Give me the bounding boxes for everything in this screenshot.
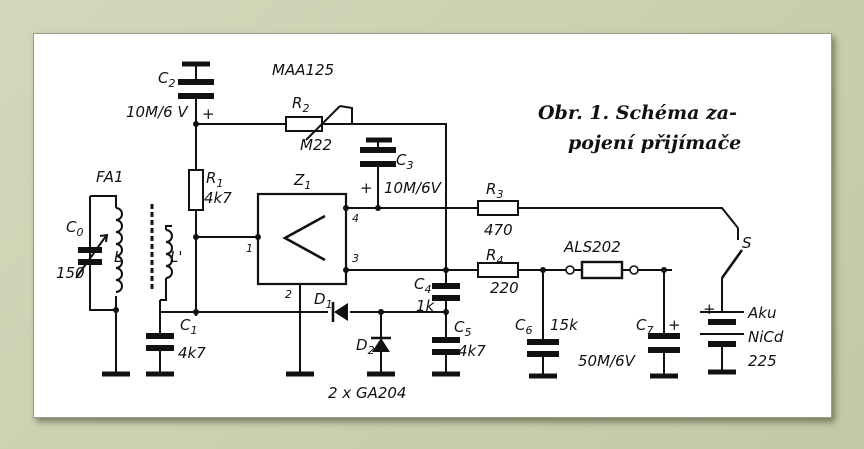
battery: + Aku NiCd 225 <box>700 300 784 375</box>
ic-z1: Z1 1 2 3 4 <box>246 171 359 301</box>
capacitor-c6: C6 15k <box>515 270 579 379</box>
capacitor-c3: C3 + 10M/6V <box>360 137 443 197</box>
wire-pin4 <box>343 176 478 211</box>
junction-dot <box>193 121 199 127</box>
c7-polarity: + <box>668 316 681 334</box>
c1-value: 4k7 <box>178 344 206 362</box>
capacitor-c5: C5 4k7 <box>432 312 486 377</box>
capacitor-c1: C1 4k7 <box>146 300 206 377</box>
c3-polarity: + <box>360 179 373 197</box>
c0-value: 150 <box>56 264 85 282</box>
diode-d1: D1 <box>314 290 348 322</box>
wire-d1-line <box>193 309 449 315</box>
r4-value: 220 <box>490 279 519 297</box>
wire-top-rail <box>195 103 447 270</box>
resistor-r2: R2 M22 <box>285 94 353 154</box>
capacitor-c4: C4 1k <box>414 270 460 315</box>
junction-dot <box>255 234 261 240</box>
ic-chip-label: MAA125 <box>272 61 334 79</box>
capacitor-c7: C7 + 50M/6V <box>578 270 681 379</box>
ic-ref: Z1 <box>293 171 311 192</box>
wire-pin3 <box>343 267 478 273</box>
c1-ref: C1 <box>180 316 197 337</box>
earphone-label: ALS202 <box>563 238 621 256</box>
fa1-label: FA1 <box>96 168 124 186</box>
c4-ref: C4 <box>414 275 431 296</box>
ic-pin-2: 2 <box>285 288 292 301</box>
c7-value: 50M/6V <box>578 352 637 370</box>
coil-l-prime-label: L' <box>170 248 182 266</box>
c5-value: 4k7 <box>458 342 486 360</box>
resistor-r3: R3 470 <box>477 180 739 239</box>
battery-polarity: + <box>703 300 716 318</box>
capacitor-c2: C2 10M/6 V + <box>126 61 215 123</box>
r1-value: 4k7 <box>204 189 232 207</box>
battery-line-3: 225 <box>748 352 777 370</box>
c6-ref: C6 <box>515 316 532 337</box>
title-line-1: Obr. 1. Schéma za- <box>538 102 737 124</box>
c2-value: 10M/6 V <box>126 103 189 121</box>
r3-value: 470 <box>484 221 513 239</box>
earphone-als202: ALS202 <box>563 238 672 280</box>
ic-pin-4: 4 <box>352 212 359 225</box>
d2-ref: D2 <box>356 336 375 357</box>
c2-ref: C2 <box>158 69 175 90</box>
battery-line-2: NiCd <box>748 328 784 346</box>
ic-pin-3: 3 <box>352 252 359 265</box>
coil-l-label: L <box>114 248 122 266</box>
battery-line-1: Aku <box>747 304 776 322</box>
r2-ref: R2 <box>292 94 309 115</box>
r3-ref: R3 <box>486 180 503 201</box>
title-line-2: pojení přijímače <box>568 132 741 154</box>
resistor-r1: R1 4k7 <box>188 169 232 312</box>
c3-value: 10M/6V <box>384 179 443 197</box>
r2-value: M22 <box>300 136 332 154</box>
r1-ref: R1 <box>206 169 223 190</box>
r4-ref: R4 <box>486 246 503 267</box>
switch-label: S <box>742 234 752 252</box>
c0-ref: C0 <box>66 218 83 239</box>
c3-ref: C3 <box>396 151 413 172</box>
diode-d2: D2 <box>356 312 395 377</box>
switch-s: S <box>720 228 752 300</box>
c5-ref: C5 <box>454 318 471 339</box>
d1-ref: D1 <box>314 290 333 311</box>
c4-value: 1k <box>416 297 436 315</box>
diodes-type-label: 2 x GA204 <box>328 384 406 402</box>
ic-pin-1: 1 <box>246 242 253 255</box>
resistor-r4: R4 220 <box>477 246 566 297</box>
c7-ref: C7 <box>636 316 653 337</box>
junction-dot <box>193 234 199 240</box>
ferrite-antenna-fa1: FA1 C0 150 L L' <box>56 168 182 377</box>
c6-value: 15k <box>550 316 579 334</box>
c2-polarity: + <box>202 105 215 123</box>
